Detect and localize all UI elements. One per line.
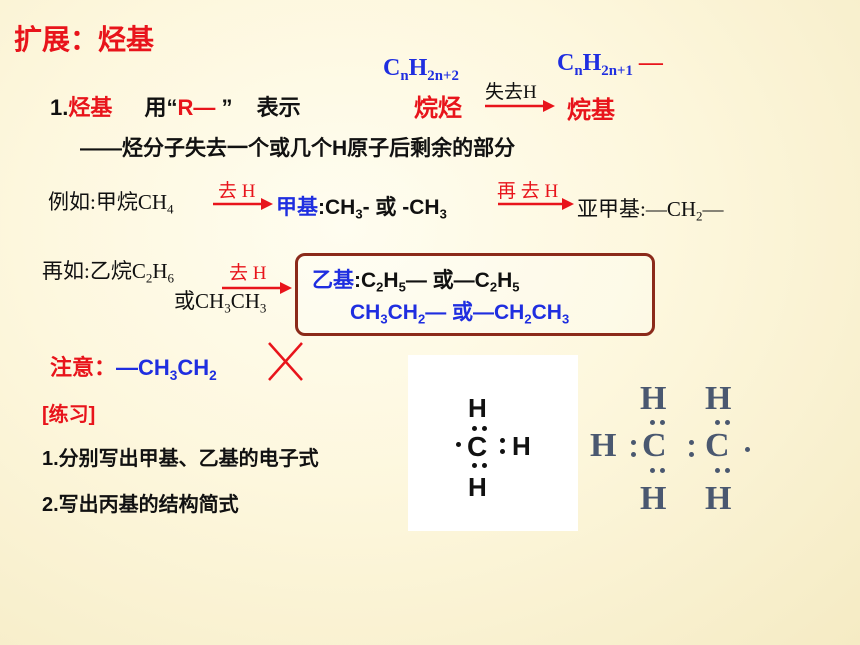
lose-h-arrow (485, 100, 555, 112)
methyl-dot (472, 426, 477, 431)
point1-line: 1.烃基 用“R— ” 表示 (50, 95, 301, 120)
arrow1-label: 去 H (218, 181, 256, 202)
ethyl-dot (631, 452, 636, 457)
point1-definition: ——烃分子失去一个或几个H原子后剩余的部分 (80, 137, 516, 160)
arrow2 (498, 198, 574, 210)
ethyl-dot (725, 420, 730, 425)
ethyl-dot (631, 440, 636, 445)
arrow2-label: 再 去 H (497, 181, 559, 202)
note-line: 注意：—CH3CH2 (50, 355, 217, 383)
ethyl-dot (745, 447, 750, 452)
ethyl-dot (725, 468, 730, 473)
radical-formula: CnH2n+1 — (557, 50, 663, 80)
ethyl-dot (660, 468, 665, 473)
methyl-dot (482, 426, 487, 431)
ethyl-dot (650, 468, 655, 473)
ethyl-dot (660, 420, 665, 425)
methyl-dot (456, 442, 461, 447)
alkane-formula: CnH2n+2 (383, 55, 459, 85)
ethyl-c-1: C (642, 427, 667, 464)
ethyl-dot (715, 420, 720, 425)
methyl-h-right: H (512, 431, 531, 461)
lose-h-label: 失去H (485, 82, 537, 103)
methyl-dot (500, 438, 505, 443)
ethyl-line1: 乙基:C2H5— 或—C2H5 (312, 269, 520, 295)
methyl-h-bottom: H (468, 472, 487, 502)
ethyl-dot (689, 452, 694, 457)
ethyl-h-bot-2: H (705, 480, 732, 517)
ethyl-dot (689, 440, 694, 445)
practice-item-1: 1.分别写出甲基、乙基的电子式 (42, 448, 319, 470)
methyl-h-top: H (468, 393, 487, 423)
ethyl-h-left: H (590, 427, 617, 464)
ethyl-dot (650, 420, 655, 425)
example1-prefix: 例如:甲烷CH4 (48, 190, 174, 217)
ethyl-box (295, 253, 655, 336)
ethyl-h-top-2: H (705, 380, 732, 417)
cross-icon (268, 342, 303, 381)
arrow1 (213, 198, 273, 210)
methyl-c: C (467, 431, 488, 462)
methyl-dot (482, 463, 487, 468)
methyl-dot (472, 463, 477, 468)
ethyl-h-top-1: H (640, 380, 667, 417)
methyl-dot (500, 449, 505, 454)
practice-header: [练习] (42, 404, 96, 426)
ethyl-h-bot-1: H (640, 480, 667, 517)
arrow3 (222, 282, 292, 294)
methylene-line: 亚甲基:—CH2— (577, 197, 724, 224)
radical-name: 烷基 (567, 97, 615, 124)
example2-alt: 或CH3CH3 (174, 289, 267, 316)
ethyl-line2: CH3CH2— 或—CH2CH3 (350, 301, 570, 327)
alkane-name: 烷烃 (414, 95, 462, 122)
arrow3-label: 去 H (229, 263, 267, 284)
practice-item-2: 2.写出丙基的结构简式 (42, 494, 239, 516)
ethyl-dot (715, 468, 720, 473)
example2-prefix: 再如:乙烷C2H6 (42, 259, 175, 286)
methyl-electron-box (408, 355, 578, 531)
page-title: 扩展：烃基 (14, 24, 155, 55)
methyl-line: 甲基:CH3- 或 -CH3 (276, 196, 447, 222)
ethyl-c-2: C (705, 427, 730, 464)
